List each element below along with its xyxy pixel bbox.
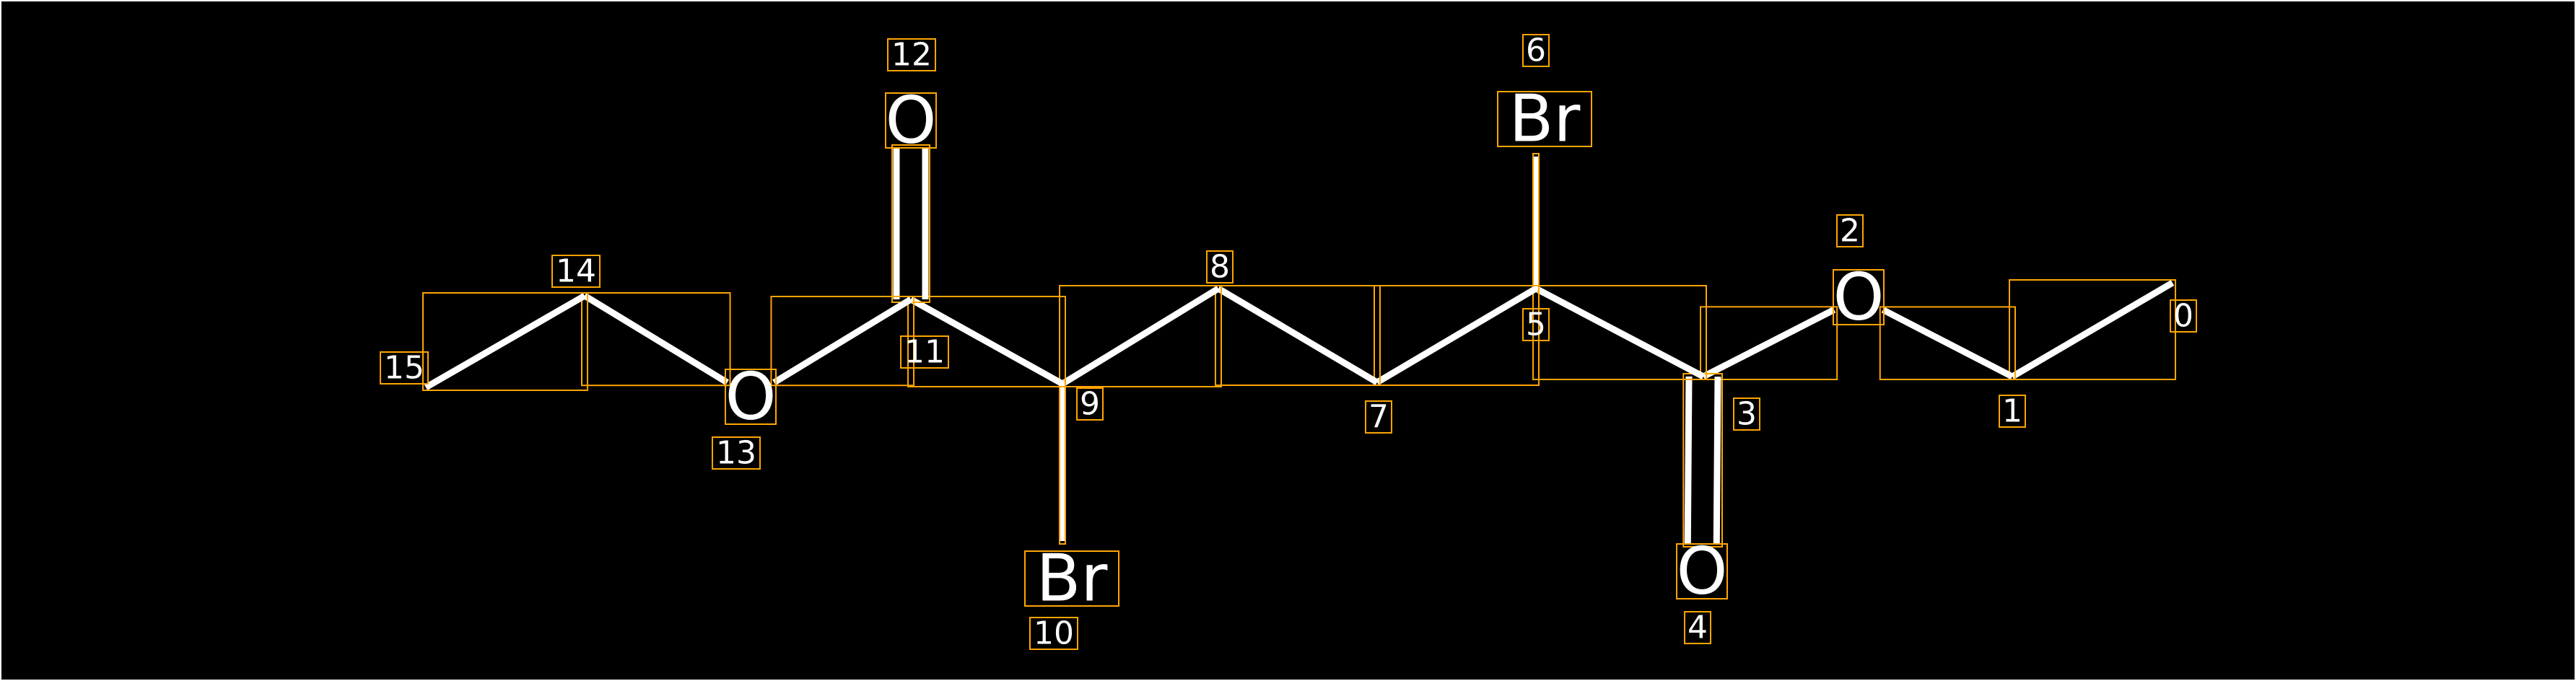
atom-index-box-10	[1029, 617, 1078, 650]
atom-index-13: 13	[716, 435, 756, 472]
atom-index-box-15	[380, 351, 429, 385]
atom-index-box-14	[551, 255, 601, 288]
atom-index-0: 0	[2173, 298, 2193, 335]
bond-box-7-8	[1215, 285, 1381, 386]
bond-1-2	[1881, 307, 2014, 379]
atom-index-10: 10	[1034, 615, 1074, 652]
atom-label-box-12	[885, 92, 937, 149]
atom-index-box-9	[1076, 387, 1104, 421]
bond-8-9	[1060, 286, 1221, 387]
atom-index-box-6	[1522, 34, 1550, 67]
atom-index-box-12	[887, 38, 936, 71]
bond-box-11-13	[770, 296, 914, 387]
bond-box-1-2	[1879, 306, 2017, 380]
atom-index-box-1	[1999, 395, 2026, 428]
atom-index-6: 6	[1526, 32, 1546, 69]
atom-index-box-7	[1365, 400, 1392, 434]
bond-0-1	[2010, 280, 2175, 379]
atom-index-3: 3	[1737, 396, 1757, 433]
bond-3-4-line-1	[1684, 376, 1693, 544]
bonds-layer	[422, 144, 2176, 548]
atom-index-7: 7	[1368, 399, 1389, 436]
atom-index-1: 1	[2002, 393, 2022, 430]
atom-label-6: Br	[1509, 82, 1581, 157]
atom-label-box-10	[1024, 550, 1119, 607]
atom-index-9: 9	[1080, 386, 1100, 423]
bond-box-3-5	[1532, 285, 1707, 380]
atom-label-2: O	[1833, 260, 1885, 335]
bond-3-5	[1534, 286, 1706, 379]
atom-index-box-11	[900, 335, 949, 369]
bond-3-4-line-0	[1713, 377, 1721, 545]
bond-box-14-15	[422, 292, 588, 391]
bond-5-7	[1375, 286, 1538, 385]
bond-box-0-1	[2009, 279, 2176, 380]
bond-2-3	[1701, 307, 1836, 380]
bond-box-2-3	[1700, 306, 1838, 380]
bond-box-5-7	[1374, 285, 1540, 386]
atom-index-4: 4	[1688, 610, 1708, 646]
atom-label-4: O	[1677, 534, 1728, 610]
atom-label-box-6	[1497, 91, 1592, 147]
atom-index-box-13	[712, 436, 761, 470]
bond-11-13	[772, 296, 913, 386]
atom-label-box-13	[725, 369, 777, 425]
bond-box-8-9	[1059, 285, 1222, 387]
atom-index-box-2	[1836, 214, 1864, 247]
atom-index-box-0	[2170, 299, 2197, 333]
bond-box-9-11	[907, 296, 1066, 387]
bond-box-13-14	[581, 292, 731, 387]
atom-label-box-4	[1676, 543, 1728, 599]
bond-9-11	[909, 296, 1065, 387]
bond-7-8	[1216, 286, 1379, 385]
atom-index-12: 12	[891, 37, 932, 74]
atom-index-11: 11	[904, 334, 945, 371]
atom-label-box-2	[1833, 269, 1885, 325]
atom-index-box-3	[1733, 397, 1760, 431]
atom-index-8: 8	[1210, 249, 1230, 286]
atom-label-13: O	[725, 359, 777, 435]
atom-index-box-4	[1684, 611, 1711, 644]
atom-index-5: 5	[1526, 307, 1546, 343]
atom-index-box-5	[1522, 308, 1550, 341]
atom-index-14: 14	[556, 253, 596, 290]
bond-13-14	[582, 293, 729, 386]
atom-label-12: O	[886, 83, 937, 159]
atom-index-2: 2	[1840, 213, 1860, 250]
bond-14-15	[424, 293, 587, 390]
atom-index-15: 15	[384, 350, 424, 387]
atom-index-box-8	[1206, 250, 1234, 284]
atom-label-10: Br	[1036, 541, 1108, 617]
